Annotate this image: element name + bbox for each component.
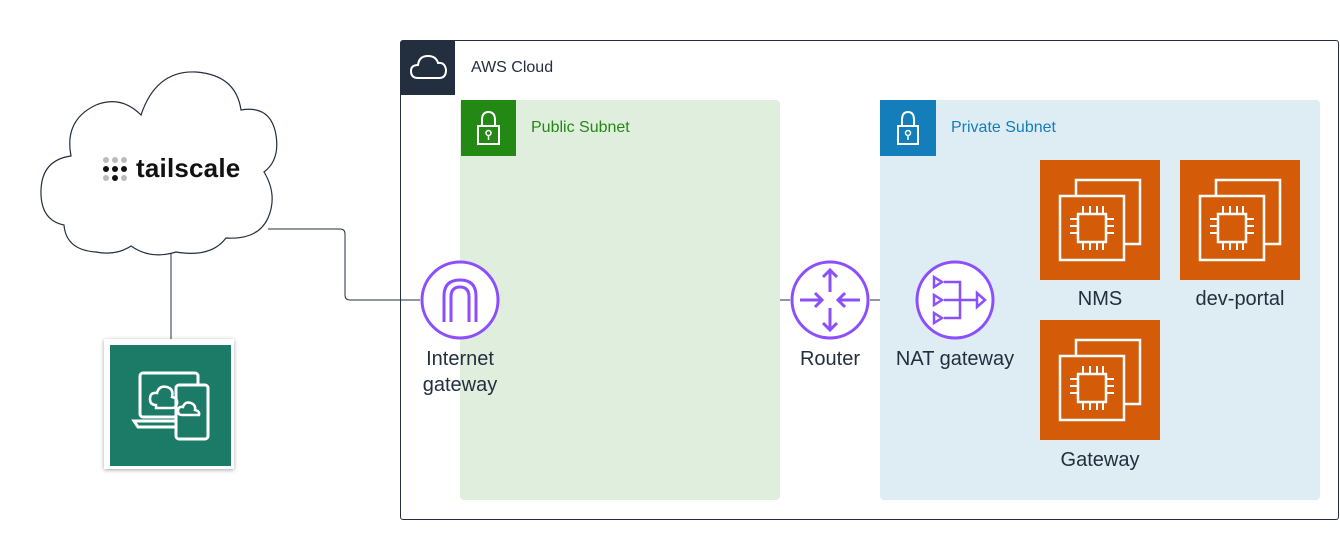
gateway-label: Gateway bbox=[1060, 449, 1140, 471]
lock-icon bbox=[880, 100, 936, 156]
router-label: Router bbox=[799, 348, 861, 370]
client-vpn-icon bbox=[110, 345, 231, 466]
public-subnet-group bbox=[460, 100, 780, 500]
internet-gateway-icon bbox=[420, 260, 500, 340]
dev-portal-label: dev-portal bbox=[1195, 288, 1285, 310]
internet-gateway-label-line2: gateway bbox=[422, 374, 498, 396]
tailscale-to-igw-line bbox=[268, 228, 420, 301]
tailscale-wordmark: tailscale bbox=[136, 153, 241, 183]
internet-gateway-label: Internet gateway bbox=[400, 346, 520, 398]
lock-icon bbox=[461, 100, 516, 156]
internet-gateway-label-line1: Internet bbox=[426, 348, 494, 370]
ec2-instance-icon bbox=[1040, 160, 1160, 280]
nat-gateway-icon bbox=[915, 260, 995, 340]
cloud-icon bbox=[401, 41, 455, 95]
ec2-instance-icon bbox=[1180, 160, 1300, 280]
public-subnet-label: Public Subnet bbox=[531, 119, 630, 136]
ec2-instance-icon bbox=[1040, 320, 1160, 440]
tailscale-logo-icon bbox=[102, 156, 128, 182]
private-subnet-label: Private Subnet bbox=[951, 119, 1056, 136]
nat-gateway-label: NAT gateway bbox=[895, 348, 1015, 370]
nms-label: NMS bbox=[1077, 288, 1123, 310]
router-icon bbox=[790, 260, 870, 340]
aws-cloud-label: AWS Cloud bbox=[471, 59, 554, 76]
tailscale-cloud bbox=[40, 71, 278, 256]
aws-cloud-group bbox=[400, 40, 1339, 520]
